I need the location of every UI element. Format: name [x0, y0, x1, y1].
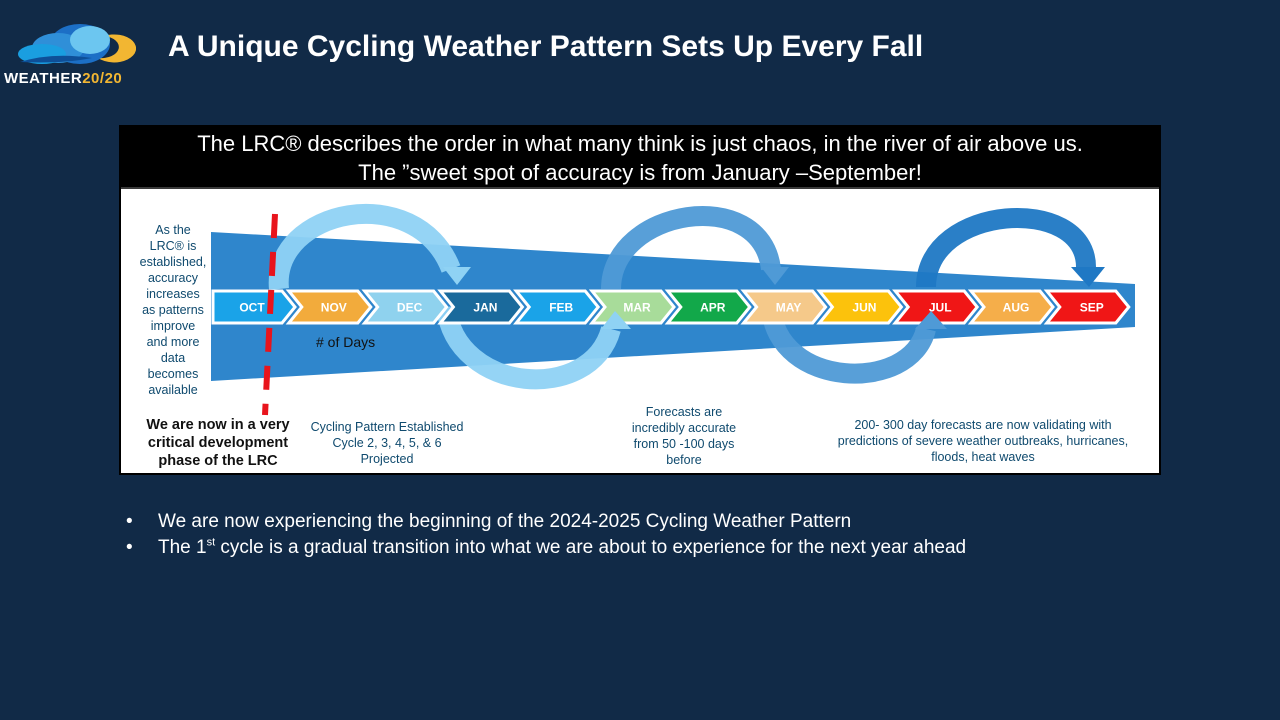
bottom-loop-dec-mar [436, 305, 621, 390]
month-label-dec: DEC [397, 301, 423, 315]
headline-line-1: The LRC® describes the order in what man… [197, 131, 1083, 156]
top-loop-oct-dec-arrowhead-icon [443, 267, 471, 285]
month-label-apr: APR [700, 301, 726, 315]
panel-headline: The LRC® describes the order in what man… [121, 127, 1159, 189]
bottom-loop-dec-mar-arrowhead-icon [601, 311, 631, 329]
month-label-aug: AUG [1003, 301, 1030, 315]
cycle-diagram: OCT NOV DEC JAN FEB MAR APR MAY JUN JUL AUG SEP As … [140, 203, 1135, 469]
page-title: A Unique Cycling Weather Pattern Sets Up… [168, 30, 924, 63]
top-loop-jul-sep-arrowhead-icon [1071, 267, 1105, 287]
logo-word: WEATHER [4, 70, 83, 87]
current-position-dashed-line [262, 213, 278, 416]
month-chevron-nov [285, 289, 373, 325]
days-label: # of Days [316, 334, 375, 350]
bottom-loop-may-jul [761, 305, 936, 384]
headline-line-2: The ”sweet spot of accuracy is from Janu… [358, 160, 922, 185]
month-chevron-aug [967, 289, 1055, 325]
month-chevron-jun [816, 289, 904, 325]
logo-number: 20/20 [82, 70, 123, 87]
validating-note: 200- 300 day forecasts are now validatin… [838, 418, 1128, 464]
bullet-text-1: We are now experiencing the beginning of… [158, 511, 852, 532]
month-label-may: MAY [776, 301, 802, 315]
cloud-logo-icon [18, 24, 136, 64]
bullet-sup: st [206, 536, 216, 549]
month-chevron-jul [892, 289, 980, 325]
month-label-nov: NOV [321, 301, 347, 315]
bullet-list: We are now experiencing the beginning of… [126, 509, 966, 561]
lrc-diagram-panel: The LRC® describes the order in what man… [119, 125, 1161, 475]
month-label-feb: FEB [549, 301, 573, 315]
month-chevron-may [740, 289, 828, 325]
top-loop-jul-sep [916, 207, 1096, 288]
month-chevron-apr [664, 289, 752, 325]
month-chevron-sep [1043, 289, 1131, 325]
top-loop-mar-may [601, 206, 781, 290]
month-chevron-dec [361, 289, 449, 325]
bullet-text-2b: cycle is a gradual transition into what … [215, 537, 967, 558]
month-label-mar: MAR [623, 301, 651, 315]
bottom-loop-may-jul-arrowhead-icon [915, 311, 947, 329]
month-label-oct: OCT [239, 301, 265, 315]
month-label-jan: JAN [473, 301, 497, 315]
bullet-item: We are now experiencing the beginning of… [126, 509, 966, 535]
bullet-item: The 1st cycle is a gradual transition in… [126, 535, 966, 561]
month-label-jun: JUN [852, 301, 876, 315]
top-loop-mar-may-arrowhead-icon [761, 267, 789, 285]
top-loop-oct-dec [268, 203, 461, 290]
month-chevron-feb [513, 289, 601, 325]
logo-wordmark: WEATHER20/20 [4, 70, 122, 87]
weather2020-logo: WEATHER20/20 [4, 18, 144, 88]
month-label-sep: SEP [1080, 301, 1104, 315]
bullet-text-2a: The 1 [158, 537, 207, 558]
month-chevron-jan [437, 289, 525, 325]
month-label-jul: JUL [929, 301, 952, 315]
